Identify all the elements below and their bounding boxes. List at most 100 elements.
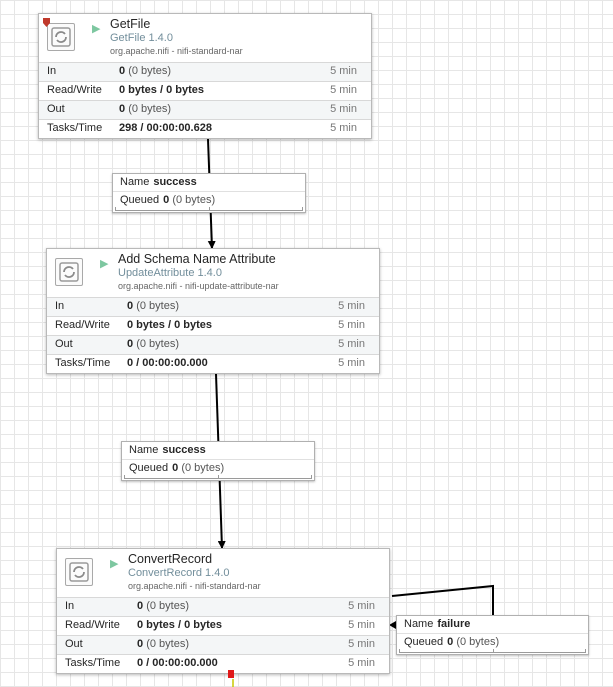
stat-time: 5 min [330,122,357,134]
play-icon: ▶ [110,558,119,570]
stat-time: 5 min [338,357,365,369]
name-label: Name [129,444,159,456]
stat-row-out: Out 0 (0 bytes) 5 min [39,100,371,119]
queued-size: (0 bytes) [172,194,216,206]
processor-bundle: org.apache.nifi - nifi-standard-nar [110,46,243,56]
processor-type: ConvertRecord 1.4.0 [128,567,230,579]
name-label: Name [404,618,434,630]
processor-icon [55,258,83,286]
processor-getfile[interactable]: ▶ GetFile GetFile 1.4.0 org.apache.nifi … [38,13,372,139]
stat-time: 5 min [338,300,365,312]
processor-header: ▶ GetFile GetFile 1.4.0 org.apache.nifi … [39,14,371,62]
stat-row-read-write: Read/Write 0 bytes / 0 bytes 5 min [57,616,389,635]
stat-label: Read/Write [55,319,110,331]
processor-add-schema-name-attribute[interactable]: ▶ Add Schema Name Attribute UpdateAttrib… [46,248,380,374]
stat-row-tasks-time: Tasks/Time 0 / 00:00:00.000 5 min [57,654,389,673]
stat-time: 5 min [338,338,365,350]
stat-time: 5 min [348,600,375,612]
stat-time: 5 min [348,619,375,631]
queued-label: Queued [404,636,444,648]
stat-row-tasks-time: Tasks/Time 0 / 00:00:00.000 5 min [47,354,379,373]
stat-time: 5 min [338,319,365,331]
queued-size: (0 bytes) [181,462,225,474]
stat-value: 0 bytes / 0 bytes [127,319,212,331]
stat-label: Read/Write [65,619,120,631]
stat-value: 0 / 00:00:00.000 [137,657,218,669]
play-icon: ▶ [100,258,109,270]
queued-count: 0 [172,462,179,474]
stat-row-read-write: Read/Write 0 bytes / 0 bytes 5 min [39,81,371,100]
stat-label: In [65,600,75,612]
relationship-name: success [153,176,197,188]
stat-value: 0 bytes / 0 bytes [137,619,222,631]
name-label: Name [120,176,150,188]
queued-label: Queued [129,462,169,474]
processor-bundle: org.apache.nifi - nifi-update-attribute-… [118,281,279,291]
stat-time: 5 min [348,657,375,669]
stat-value: 0 [137,600,144,612]
queued-size: (0 bytes) [456,636,500,648]
queued-count: 0 [163,194,170,206]
play-icon: ▶ [92,23,101,35]
stat-value: 0 [119,65,126,77]
processor-name: ConvertRecord [128,552,213,566]
stat-size: (0 bytes) [146,600,189,612]
bulletin-icon[interactable] [43,18,50,27]
stat-label: Tasks/Time [47,122,103,134]
output-port-marker[interactable] [228,670,234,678]
processor-header: ▶ ConvertRecord ConvertRecord 1.4.0 org.… [57,549,389,597]
stat-label: In [47,65,57,77]
processor-type: GetFile 1.4.0 [110,32,173,44]
stat-label: In [55,300,65,312]
stat-row-out: Out 0 (0 bytes) 5 min [57,635,389,654]
stat-label: Tasks/Time [55,357,111,369]
stat-size: (0 bytes) [128,103,171,115]
processor-header: ▶ Add Schema Name Attribute UpdateAttrib… [47,249,379,297]
stat-label: Out [65,638,83,650]
relationship-name: success [162,444,206,456]
stat-time: 5 min [330,103,357,115]
stat-value: 0 [119,103,126,115]
stat-row-read-write: Read/Write 0 bytes / 0 bytes 5 min [47,316,379,335]
stat-time: 5 min [348,638,375,650]
stat-time: 5 min [330,84,357,96]
processor-name: Add Schema Name Attribute [118,252,276,266]
stat-value: 0 / 00:00:00.000 [127,357,208,369]
stat-row-out: Out 0 (0 bytes) 5 min [47,335,379,354]
stat-value: 0 bytes / 0 bytes [119,84,204,96]
processor-icon [65,558,93,586]
stat-row-in: In 0 (0 bytes) 5 min [47,297,379,316]
stat-size: (0 bytes) [128,65,171,77]
backpressure-bar [124,475,312,479]
processor-name: GetFile [110,17,151,31]
processor-icon [47,23,75,51]
relationship-name: failure [437,618,471,630]
processor-convertrecord[interactable]: ▶ ConvertRecord ConvertRecord 1.4.0 org.… [56,548,390,674]
stat-value: 0 [127,300,134,312]
stat-row-in: In 0 (0 bytes) 5 min [57,597,389,616]
stat-value: 298 / 00:00:00.628 [119,122,212,134]
stat-label: Out [55,338,73,350]
processor-type: UpdateAttribute 1.4.0 [118,267,222,279]
stat-size: (0 bytes) [136,300,179,312]
stat-size: (0 bytes) [146,638,189,650]
stat-value: 0 [127,338,134,350]
stat-size: (0 bytes) [136,338,179,350]
processor-bundle: org.apache.nifi - nifi-standard-nar [128,581,261,591]
stat-label: Out [47,103,65,115]
stat-time: 5 min [330,65,357,77]
stat-label: Tasks/Time [65,657,121,669]
stat-value: 0 [137,638,144,650]
queued-label: Queued [120,194,160,206]
backpressure-bar [115,207,303,211]
stat-row-in: In 0 (0 bytes) 5 min [39,62,371,81]
